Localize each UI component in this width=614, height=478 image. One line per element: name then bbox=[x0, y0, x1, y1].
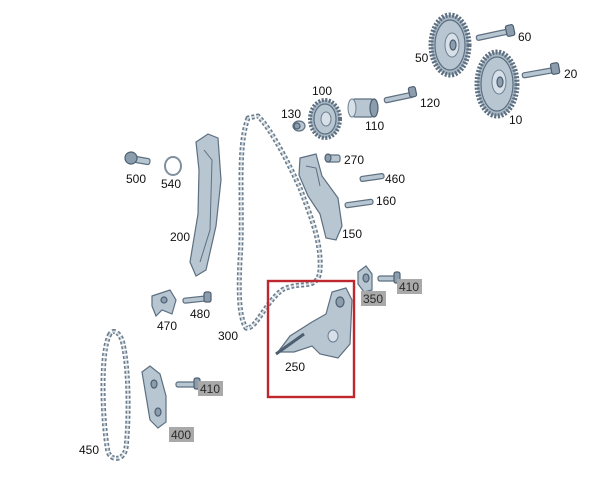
label-110: 110 bbox=[365, 119, 384, 133]
label-tag-350-bg bbox=[361, 291, 386, 306]
label-tag-400-bg bbox=[169, 427, 194, 442]
bracket-350[interactable] bbox=[357, 265, 373, 293]
bolt-480[interactable] bbox=[182, 291, 212, 304]
seal-ring-540[interactable] bbox=[164, 156, 182, 176]
label-60: 60 bbox=[518, 30, 532, 44]
label-460: 460 bbox=[385, 172, 405, 186]
label-20: 20 bbox=[564, 67, 578, 81]
label-500: 500 bbox=[126, 172, 146, 186]
label-160: 160 bbox=[376, 194, 396, 208]
bolt-120[interactable] bbox=[383, 86, 418, 104]
label-tag-410a-bg bbox=[397, 279, 422, 294]
pin-270[interactable] bbox=[324, 153, 341, 163]
label-540: 540 bbox=[161, 177, 181, 191]
bolt-160[interactable] bbox=[344, 198, 374, 209]
bolt-500[interactable] bbox=[124, 151, 151, 166]
guide-rail-200[interactable] bbox=[189, 133, 222, 277]
clamp-470[interactable] bbox=[151, 289, 177, 318]
label-410-lower: 410 bbox=[200, 382, 220, 396]
chain-tensioner-250[interactable] bbox=[275, 287, 353, 359]
guide-rail-150[interactable] bbox=[298, 153, 343, 241]
label-tag-410b-bg bbox=[198, 381, 223, 396]
bolt-410-lower[interactable] bbox=[175, 377, 201, 390]
bolt-460[interactable] bbox=[359, 173, 385, 182]
label-250: 250 bbox=[285, 360, 305, 374]
label-350: 350 bbox=[363, 292, 383, 306]
tensioner-400[interactable] bbox=[141, 365, 167, 429]
sprocket-100[interactable] bbox=[308, 98, 342, 140]
washer-130[interactable] bbox=[292, 120, 306, 132]
sleeve-110[interactable] bbox=[347, 98, 379, 118]
label-100: 100 bbox=[312, 84, 332, 98]
label-50: 50 bbox=[415, 51, 429, 65]
bolt-60[interactable] bbox=[475, 24, 516, 41]
label-480: 480 bbox=[190, 307, 210, 321]
label-400: 400 bbox=[171, 428, 191, 442]
label-120: 120 bbox=[420, 96, 440, 110]
label-270: 270 bbox=[344, 153, 364, 167]
label-470: 470 bbox=[157, 319, 177, 333]
label-200: 200 bbox=[170, 230, 190, 244]
label-410-upper: 410 bbox=[399, 280, 419, 294]
timing-chain-300[interactable] bbox=[236, 113, 323, 331]
highlight-box-250 bbox=[266, 279, 356, 399]
bolt-410-upper[interactable] bbox=[377, 271, 401, 284]
camshaft-gear-50[interactable] bbox=[428, 12, 472, 78]
camshaft-gear-10[interactable] bbox=[474, 49, 520, 119]
label-300: 300 bbox=[218, 329, 238, 343]
label-10: 10 bbox=[509, 113, 523, 127]
bolt-20[interactable] bbox=[521, 62, 561, 79]
label-150: 150 bbox=[342, 227, 362, 241]
oil-pump-chain-450[interactable] bbox=[100, 329, 131, 461]
label-450: 450 bbox=[79, 443, 99, 457]
label-130: 130 bbox=[281, 107, 301, 121]
